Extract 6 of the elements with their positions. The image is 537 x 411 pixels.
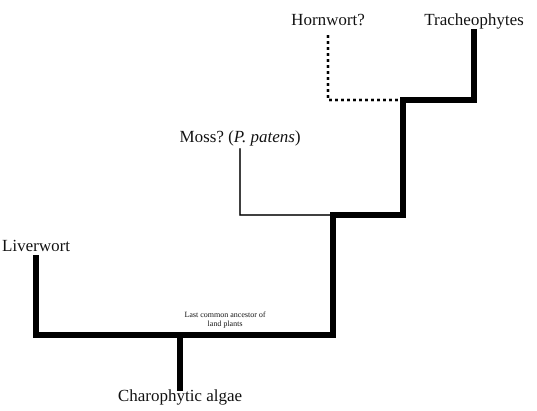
taxon-label: Charophytic algae	[118, 386, 242, 406]
taxon-label: Tracheophytes	[424, 10, 524, 30]
taxon-label: Liverwort	[2, 236, 70, 256]
node-annotation: Last common ancestor of land plants	[183, 310, 267, 328]
taxon-label: Hornwort?	[291, 10, 365, 30]
taxon-label: Moss? (P. patens)	[179, 127, 301, 147]
